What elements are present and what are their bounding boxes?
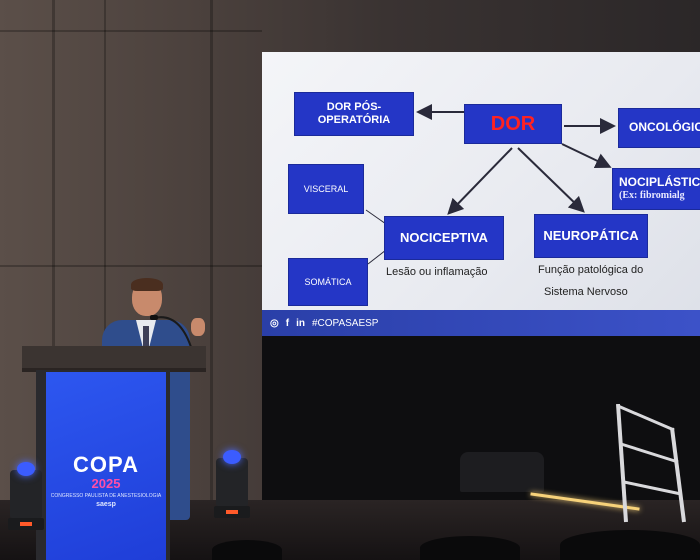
audience-head xyxy=(212,540,282,560)
stage-light-center xyxy=(214,450,250,524)
instagram-icon: ◎ xyxy=(270,317,279,329)
slide-box-nociplastica: NOCIPLÁSTIC (Ex: fibromialg xyxy=(612,168,700,210)
audience-head xyxy=(420,536,520,560)
copa-logo: COPA xyxy=(73,452,139,477)
copa-subtitle: CONGRESSO PAULISTA DE ANESTESIOLOGIA xyxy=(50,493,162,499)
footer-hashtag: #COPASAESP xyxy=(311,317,379,329)
dor-pos-operatoria-label: DOR PÓS-OPERATÓRIA xyxy=(317,101,391,126)
dor-label: DOR xyxy=(490,112,536,135)
linkedin-icon: in xyxy=(296,317,305,329)
neuropatica-caption-2: Sistema Nervoso xyxy=(544,286,628,298)
facebook-icon: f xyxy=(285,317,290,329)
nociplastica-note: (Ex: fibromialg xyxy=(619,190,685,202)
projected-slide: DOR DOR PÓS-OPERATÓRIA ONCOLÓGIC NOCIPLÁ… xyxy=(262,52,700,336)
slide-arrows xyxy=(365,104,616,265)
nociceptiva-label: NOCICEPTIVA xyxy=(400,229,488,245)
slide-box-neuropatica: NEUROPÁTICA xyxy=(534,214,648,258)
slide-box-oncologica: ONCOLÓGIC xyxy=(618,108,700,148)
podium-logo-panel: COPA 2025 CONGRESSO PAULISTA DE ANESTESI… xyxy=(46,372,166,560)
copa-year: 2025 xyxy=(91,476,121,491)
microphone-icon xyxy=(150,315,193,351)
stage-light-left xyxy=(8,462,44,536)
speaker-hand xyxy=(191,318,205,336)
ladder xyxy=(616,404,686,523)
podium-top xyxy=(22,346,206,372)
slide-box-nociceptiva: NOCICEPTIVA xyxy=(384,216,504,260)
visceral-label: VISCERAL xyxy=(303,183,349,194)
slide-box-dor-pos-operatoria: DOR PÓS-OPERATÓRIA xyxy=(294,92,414,136)
nociceptiva-caption: Lesão ou inflamação xyxy=(386,266,488,278)
slide-box-dor: DOR xyxy=(464,104,562,144)
audience-head xyxy=(560,530,700,560)
stage-monitor xyxy=(460,452,544,492)
stage-backdrop xyxy=(262,330,700,530)
slide-box-somatica: SOMÁTICA xyxy=(288,258,368,306)
speaker-hair xyxy=(131,278,163,291)
neuropatica-caption-1: Função patológica do xyxy=(538,264,644,276)
saesp-brand: saesp xyxy=(96,501,116,508)
speaker-tie xyxy=(143,326,149,354)
nociplastica-label: NOCIPLÁSTIC xyxy=(619,175,700,190)
slide-footer: ◎ f in #COPASAESP xyxy=(262,310,700,336)
oncologica-label: ONCOLÓGIC xyxy=(629,120,700,135)
slide-box-visceral: VISCERAL xyxy=(288,164,364,214)
neuropatica-label: NEUROPÁTICA xyxy=(543,227,639,243)
somatica-label: SOMÁTICA xyxy=(304,276,352,287)
